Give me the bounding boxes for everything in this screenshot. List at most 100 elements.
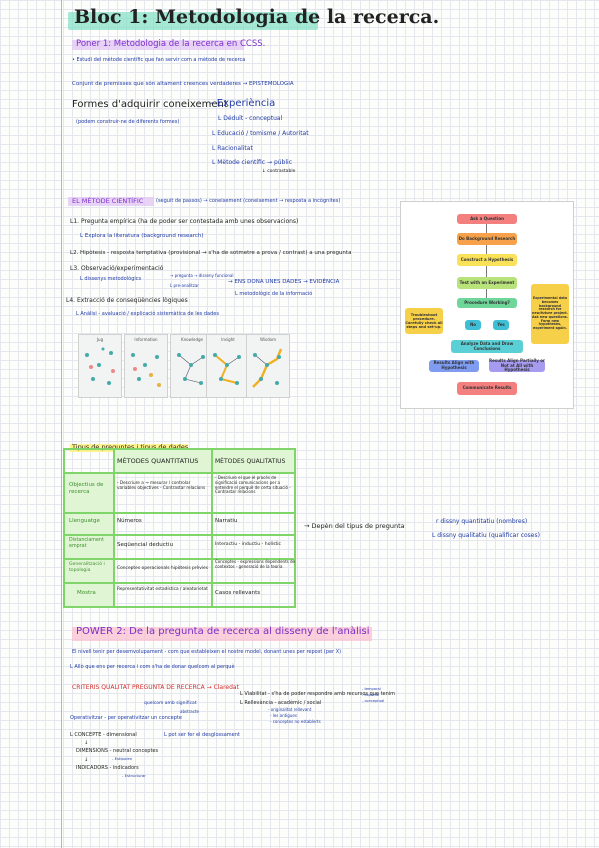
table-row-label: Distanciament emprat [69,538,104,549]
abstract-note: abstracte [180,709,199,714]
notebook-margin-line [61,0,62,848]
criteria-temporal: - temporal [362,687,381,691]
section1-highlight [72,40,244,50]
section4-heading: POWER 2: De la pregunta de recerca al di… [76,626,370,637]
criteria-new-concepts: - conceptes no establerts [270,719,321,724]
table-row-divider [65,534,294,536]
design-arrow-note: → Depèn del tipus de pregunta [304,522,405,530]
flow-arrow [486,289,487,298]
flow-box-yes: Yes [493,320,509,330]
formes-item1: - Experiència [210,98,276,109]
formes-sub-2: L Educació / tomisme / Autoritat [212,130,309,137]
table-cell-qual: Interactiu - inductiu - holístic [215,542,282,547]
section4-highlight [72,627,372,641]
flow-arrow [486,266,487,277]
table-row-divider [65,512,294,514]
sorted-dots-icon [131,353,161,387]
table-row-divider [65,472,294,474]
flow-box-ask: Ask a Question [457,214,517,224]
section1-bullet: • Estudi del mètode científic que fan se… [72,57,246,63]
flow-box-communicate: Communicate Results [457,382,517,395]
criteria-conceptual: - conceptual [362,699,385,703]
flow-box-not-align: Results Align Partially or Not at All wi… [489,358,545,373]
criteria-viability: L Viabilitat - s'ha de poder respondre a… [240,691,396,697]
illustration-label: Insight [221,337,235,342]
flow-box-experiment: Test with an Experiment [457,277,517,289]
method-step-3-prean: L pre-analitzar [170,283,199,288]
formes-sub-1: L Déduït - conceptual [218,115,283,122]
network-path-icon [213,353,241,385]
flow-note-background: Experimental data becomes background res… [531,284,569,344]
criteria-spatial: - espacial [362,693,380,697]
formes-sub-3: L Racionalitat [212,145,253,152]
network-icon [177,353,205,385]
method-step-3-design: L dissenys metodològics [80,276,142,282]
table-cell-qual: - Descriure el que el procés de signific… [215,475,291,495]
dots-icon [85,347,115,385]
table-row-divider [65,558,294,560]
scientific-method-flowchart: Ask a Question Do Background Research Co… [400,201,574,409]
method-step-4-sub: L Anàlisi - avaluació / explicació siste… [76,311,219,317]
method-step-1: L1. Pregunta empírica (ha de poder ser c… [70,218,299,225]
illustration-data: Jug [78,334,122,398]
section3-heading: Tipus de preguntes i tipus de dades [72,443,189,451]
section4-line-2: L Allò que ens per recerca i com s'ha de… [70,664,235,670]
formes-label: Formes d'adquirir coneixement [72,99,228,110]
page-title: Bloc 1: Metodologia de la recerca. [74,6,440,28]
section2-highlight [68,197,154,206]
table-cell-qual: Casos rellevants [215,590,261,596]
table-col-divider [113,450,115,606]
flow-box-no: No [465,320,481,330]
operationalize-line: Operativitzar - per operativitzar un con… [70,715,182,721]
table-cell-quant: Números [117,518,142,524]
illustration-label: Wisdom [260,337,276,342]
dimensions-note: - Estipulen [112,756,133,761]
section2-heading-note: (seguit de passos) → coneixement (coneix… [156,198,341,204]
meaning-note: quelcom amb significat [144,701,197,706]
section1-definition: Conjunt de premisses que són altament cr… [72,81,294,87]
formes-sub-4: L Mètode científic → públic [212,159,293,166]
table-cell-qual: Conceptes - expressions dependents de co… [215,559,295,569]
section1-heading: Poner 1: Metodologia de la recerca en CC… [76,39,266,49]
breakdown-note: L pot ser fer el desglossament [164,732,240,738]
methods-table: MÈTODES QUANTITATIUS MÈTODES QUALITATIUS… [63,448,296,608]
method-step-3: L3. Observació/experimentació [70,265,164,272]
method-step-3-evidence: → ENS DONA UNES DADES → EVIDÈNCIA [228,279,340,285]
criteria-relevance: L Rellevància - acadèmic / social [240,700,322,706]
table-row-divider [65,582,294,584]
flow-box-research: Do Background Research [457,233,517,245]
table-row-label: Mostra [77,590,96,596]
formes-note: (podem construir-ne de diferents formes) [76,119,180,125]
flow-box-procedure: Procedure Working? [457,298,517,308]
illustration-label: Knowledge [181,337,203,342]
table-row-label: Llenguatge [69,518,100,524]
table-row-label: Objectius de recerca [69,482,104,495]
criteria-originality: - originalitat rellevant [268,707,312,712]
method-step-4: L4. Extracció de conseqüències lògiques [66,297,188,304]
indicators-note: - Estructurar [122,773,146,778]
design-qual: L dissny qualitatiu (qualificar coses) [432,532,540,539]
table-cell-qual: Narratiu [215,518,238,524]
table-cell-quant: - Descriure a → mesurar / controlar vari… [117,480,206,491]
concept-line: L CONCEPTE - dimensional [70,732,137,738]
flow-note-troubleshoot: Troubleshoot procedure. Carefully check … [405,308,443,334]
section2-heading: EL MÈTODE CIENTÍFIC [72,197,144,205]
method-step-2: L2. Hipòtesis - resposta temptativa (pro… [70,250,352,256]
illustration-information: Information [124,334,168,398]
illustration-label: Jug [96,337,104,342]
method-step-3-info: L metodològic de la informació [235,291,313,297]
flow-arrow [486,224,487,233]
wisdom-path-icon [252,348,283,388]
formes-sub-5: ↓ contrastable [262,169,296,174]
method-step-3-design-note: → pregunta → disseny funcional [170,273,234,278]
flow-box-hypothesis: Construct a Hypothesis [457,254,517,266]
table-col-divider [211,450,213,606]
table-cell-quant: Representativitat estadística / aleatori… [117,587,208,592]
indicators-line: INDICADORS - indicadors [76,765,139,771]
flow-arrow [486,245,487,254]
title-highlight [68,12,318,30]
concept-arrow: ↓ [84,740,89,746]
table-cell-quant: Seqüencial deductiu [117,542,173,548]
dimensions-arrow: ↓ [84,757,89,763]
illustration-insight: Insight [206,334,250,398]
